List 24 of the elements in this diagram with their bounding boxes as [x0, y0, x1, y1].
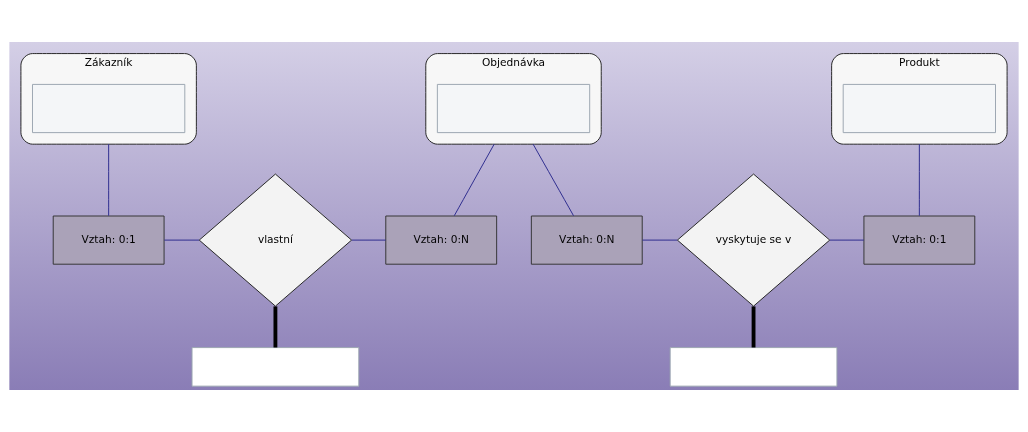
connector: [532, 143, 575, 217]
node-box: [842, 83, 996, 134]
connector: [829, 239, 865, 241]
connector: [918, 143, 920, 217]
connector: [642, 239, 678, 241]
cluster: Zákazník: [20, 53, 197, 145]
node-diamond: vyskytuje se v: [676, 173, 831, 307]
connector: [751, 306, 756, 348]
node-diamond: vlastní: [198, 173, 353, 307]
node-box: [191, 347, 360, 387]
connector: [273, 306, 278, 348]
connector: [163, 239, 200, 241]
node-box: [669, 347, 838, 387]
connector: [108, 143, 110, 217]
cluster: Objednávka: [425, 53, 602, 145]
node-box: Vztah: 0:N: [530, 215, 643, 265]
node-box: Vztah: 0:N: [385, 215, 498, 265]
node-box: [436, 83, 591, 134]
node-box: [32, 83, 186, 134]
connector: [351, 239, 387, 241]
connector: [453, 143, 495, 217]
cluster: Produkt: [831, 53, 1008, 145]
node-box: Vztah: 0:1: [863, 215, 976, 265]
node-box: Vztah: 0:1: [52, 215, 165, 265]
